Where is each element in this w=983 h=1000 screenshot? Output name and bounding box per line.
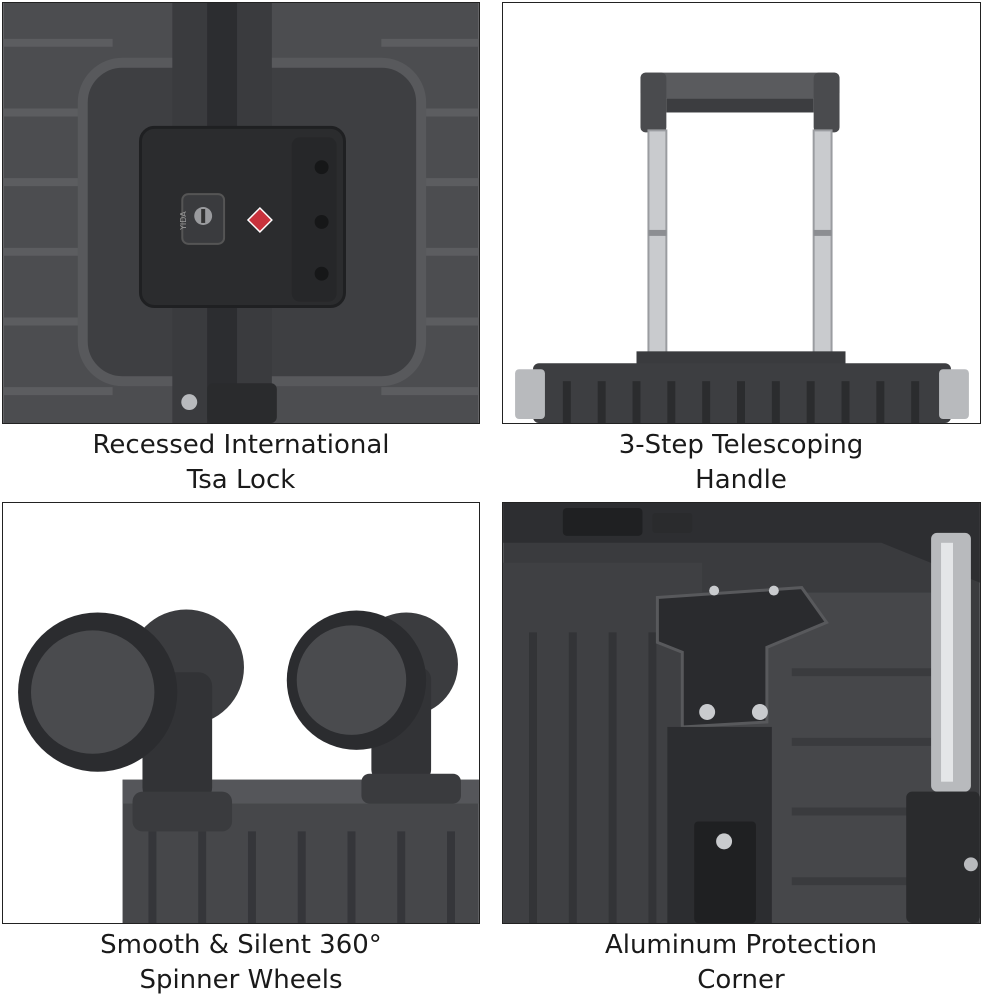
corner-caption-line-1: Aluminum Protection [604, 930, 878, 960]
wheels-caption-line-1: Smooth & Silent 360° [100, 930, 382, 960]
wheels-caption-line-2: Spinner Wheels [139, 965, 343, 995]
handle-illustration [503, 3, 980, 423]
lock-caption-line-1: Recessed International [92, 430, 390, 460]
lock-marking: YIDA [179, 211, 188, 231]
corner-illustration [503, 503, 980, 923]
corner-caption-line-2: Corner [697, 965, 785, 995]
handle-caption-line-2: Handle [695, 465, 787, 495]
handle-caption-line-1: 3-Step Telescoping [618, 430, 864, 460]
wheels-caption: Smooth & Silent 360° Spinner Wheels [2, 928, 480, 998]
handle-caption: 3-Step Telescoping Handle [502, 428, 980, 498]
corner-caption: Aluminum Protection Corner [502, 928, 980, 998]
corner-photo [502, 502, 981, 924]
lock-illustration: YIDA [3, 3, 479, 423]
wheels-illustration [3, 503, 479, 923]
lock-caption: Recessed International Tsa Lock [2, 428, 480, 498]
wheels-photo [2, 502, 480, 924]
lock-caption-line-2: Tsa Lock [186, 465, 296, 495]
lock-photo: YIDA [2, 2, 480, 424]
handle-photo [502, 2, 981, 424]
